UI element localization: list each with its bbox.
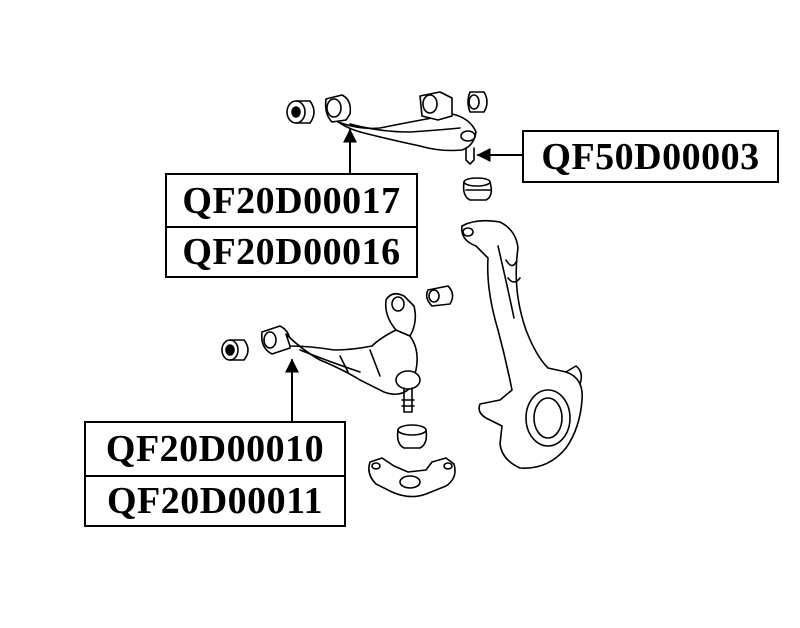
upper-ball-joint-boot	[462, 177, 493, 201]
part-label-qf50d00003[interactable]: QF50D00003	[522, 130, 779, 183]
lower-mounting-bracket	[368, 457, 456, 498]
lower-arm-bushing-rear	[425, 285, 454, 307]
lower-control-arm	[221, 285, 454, 413]
part-label-qf20d00011[interactable]: QF20D00011	[84, 475, 346, 527]
upper-arm-bushing-left	[286, 100, 315, 124]
upper-control-arm	[286, 91, 488, 165]
part-label-qf20d00017[interactable]: QF20D00017	[165, 173, 418, 228]
part-label-qf20d00016[interactable]: QF20D00016	[165, 226, 418, 278]
steering-knuckle	[460, 219, 583, 469]
upper-arm-bushing-right	[467, 91, 488, 113]
lower-ball-joint-boot	[396, 424, 428, 449]
part-label-qf20d00010[interactable]: QF20D00010	[84, 421, 346, 477]
lower-arm-bushing-left	[221, 339, 249, 361]
